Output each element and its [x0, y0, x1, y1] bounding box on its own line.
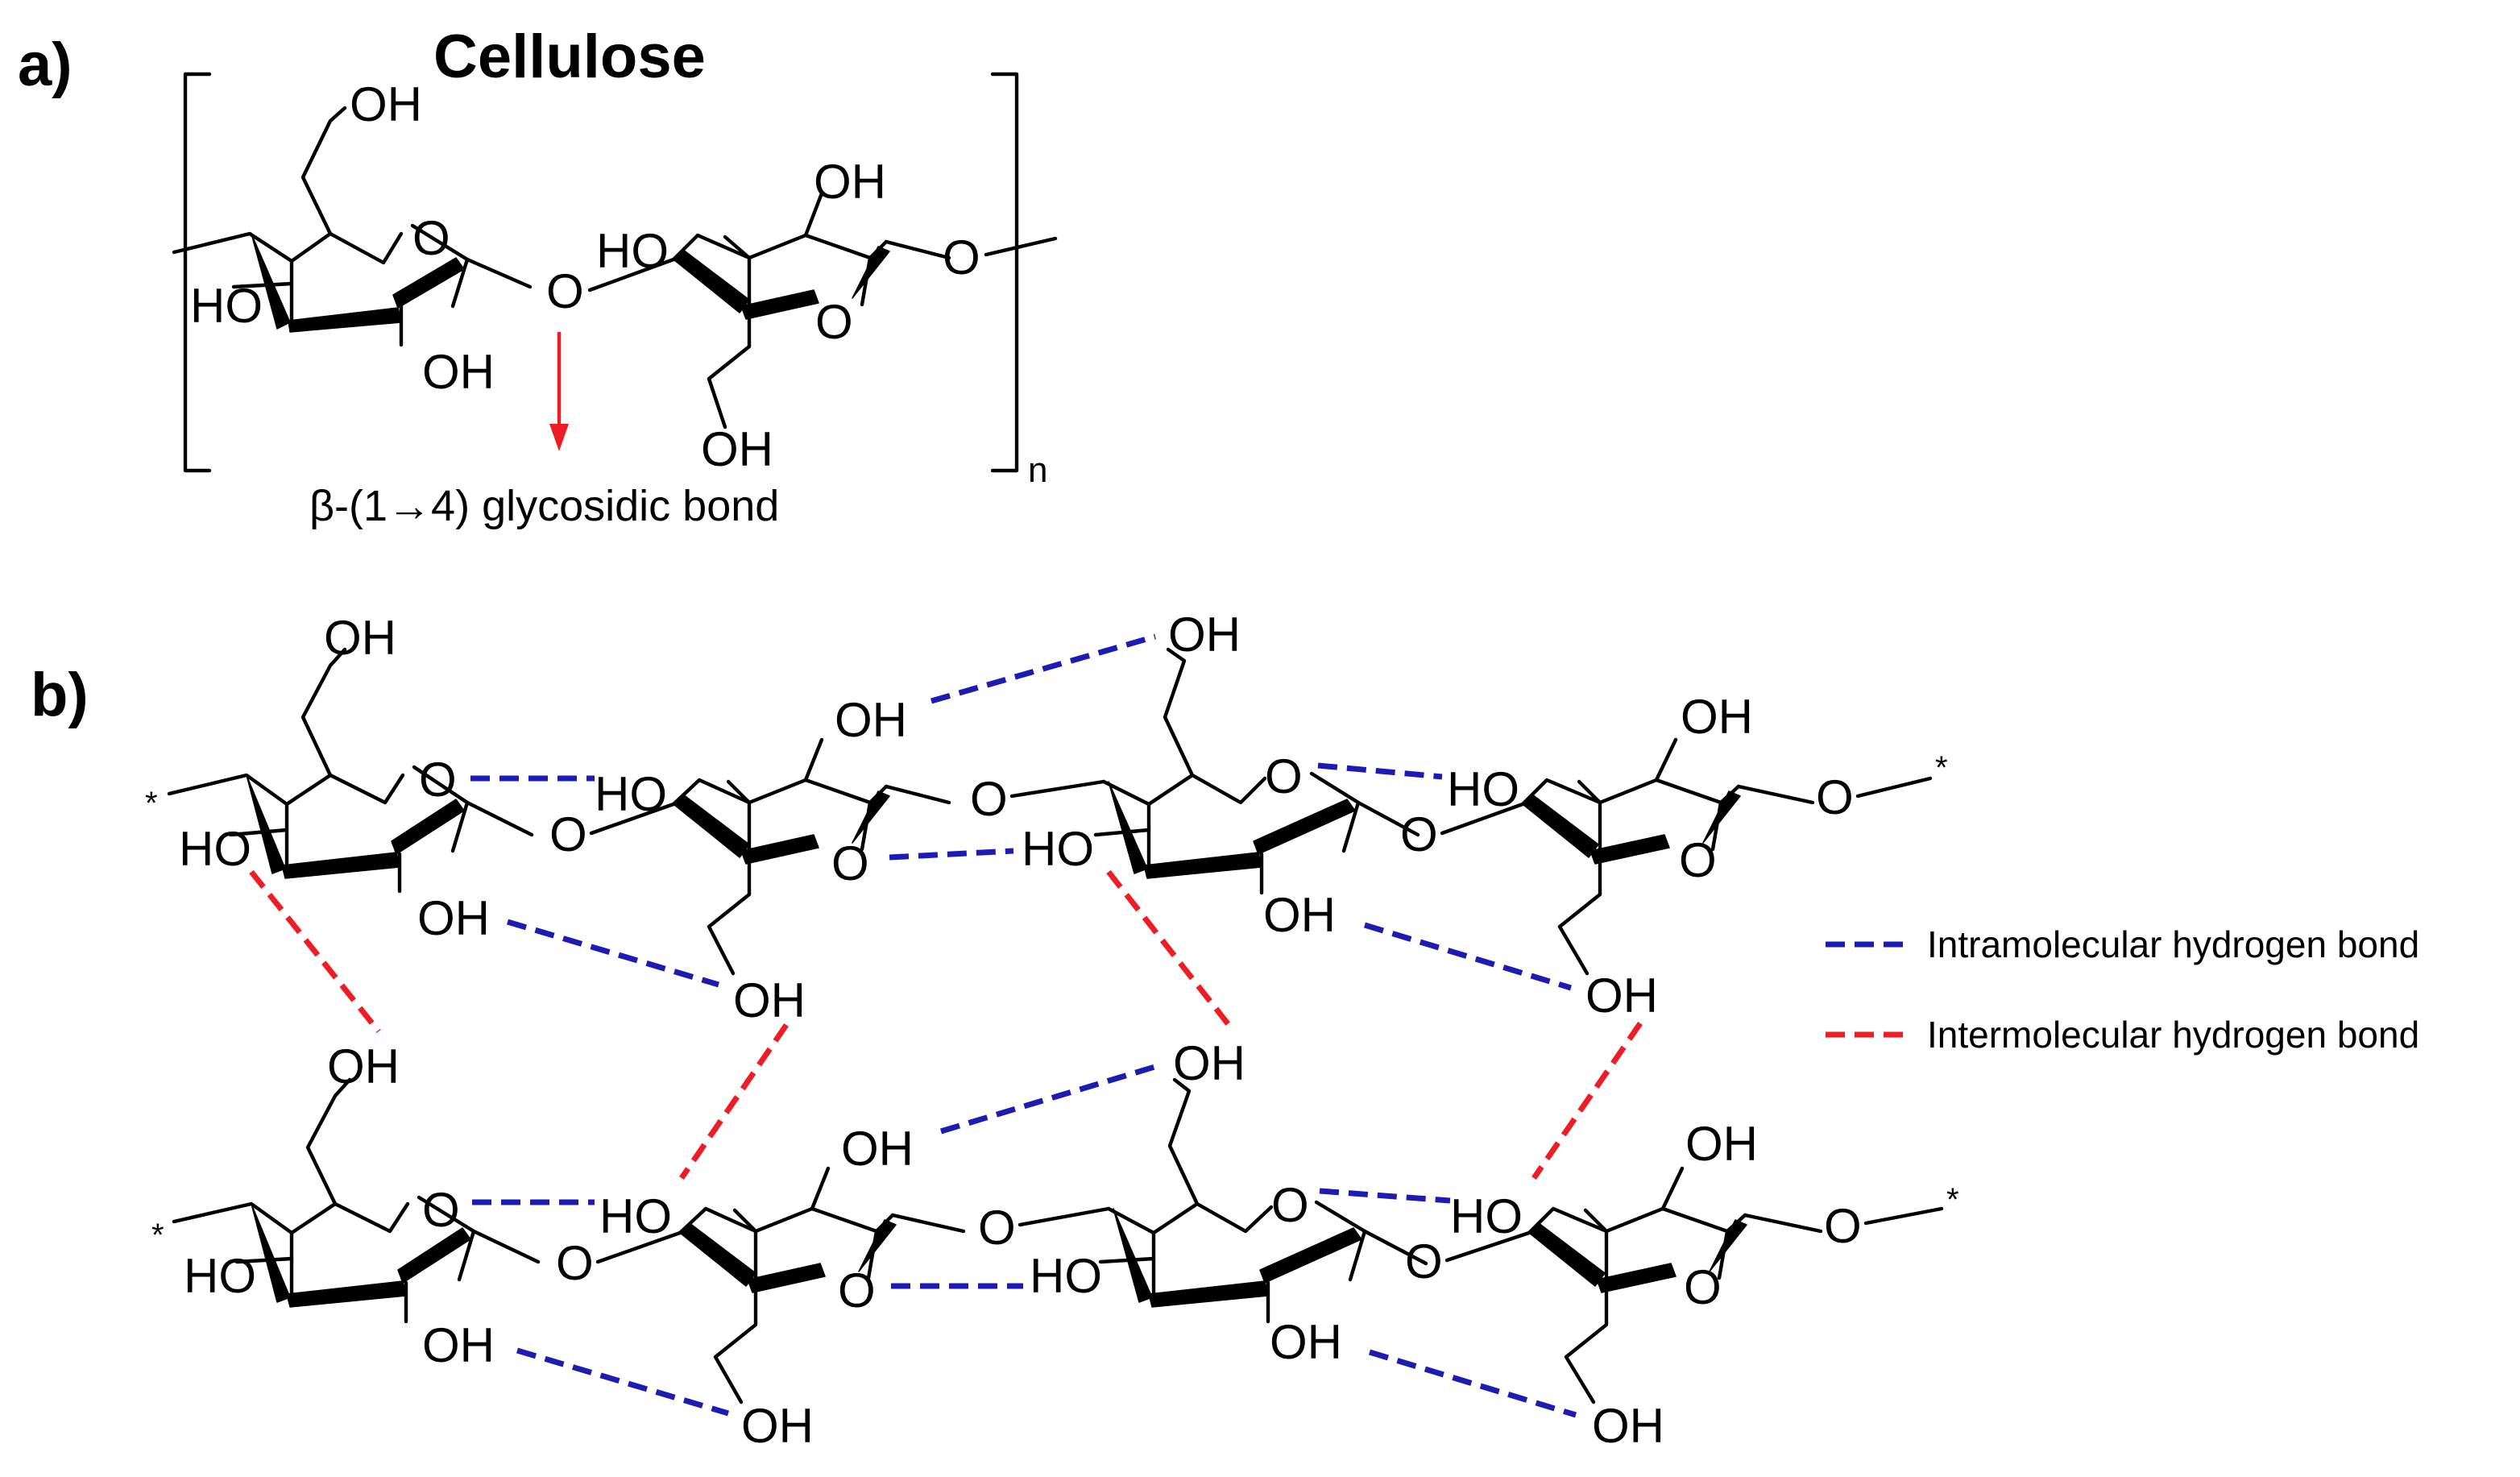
terminal-oxygen: O	[943, 230, 980, 284]
glycosidic-bond-caption: β-(1→4) glycosidic bond	[309, 482, 779, 530]
panel-a: a) Cellulose n O OH HO OH O	[18, 23, 1058, 530]
upper-ring4-hydroxyl-c2: OH	[1681, 690, 1753, 744]
lower-glycosidic-oxygen-2: O	[978, 1201, 1016, 1255]
right-bracket	[990, 72, 1019, 473]
lower-ring2-oxygen: O	[838, 1263, 876, 1317]
intra-hbond	[1363, 922, 1573, 991]
chain-end-upper-right: *	[1935, 750, 1948, 786]
glucose-ring-left: O OH HO OH	[172, 77, 533, 399]
upper-cellulose-chain: * O OH HO OH O HO	[145, 608, 1948, 1027]
hydroxyl-c2-right: OH	[814, 155, 886, 209]
legend-item-intermolecular: Intermolecular hydrogen bond	[1826, 1014, 2419, 1056]
lower-ring4-hydroxyl-c2: OH	[1685, 1117, 1758, 1171]
upper-terminal-oxygen: O	[1816, 770, 1854, 824]
hydroxyl-c2-left: OH	[422, 345, 495, 399]
repeat-subscript: n	[1028, 450, 1047, 490]
intra-hbond	[889, 848, 1014, 861]
lower-ring4-hydroxyl-c6: OH	[1592, 1399, 1664, 1453]
upper-ring4-hydroxyl-c3: HO	[1447, 762, 1519, 816]
ring-oxygen-left: O	[412, 211, 450, 265]
inter-hbond	[1106, 869, 1235, 1032]
legend: Intramolecular hydrogen bond Intermolecu…	[1826, 923, 2419, 1056]
upper-ring3-oxygen: O	[1265, 749, 1303, 803]
upper-ring2-hydroxyl-c3: HO	[595, 767, 667, 821]
glucose-ring-right: HO OH O O OH	[596, 155, 1058, 476]
legend-item-intramolecular: Intramolecular hydrogen bond	[1826, 923, 2419, 965]
upper-ring1-oxygen: O	[419, 753, 457, 807]
intra-hbond	[1319, 1188, 1451, 1204]
lower-ring1-hydroxyl-c3: HO	[184, 1249, 256, 1303]
lower-ring2-hydroxyl-c3: HO	[599, 1189, 672, 1243]
legend-label-intermolecular: Intermolecular hydrogen bond	[1927, 1014, 2419, 1056]
upper-ring3-hydroxyl-c3: HO	[1022, 822, 1094, 876]
hydroxyl-c6-left: OH	[350, 77, 422, 131]
upper-ring4-oxygen: O	[1679, 833, 1717, 887]
lower-terminal-oxygen: O	[1824, 1199, 1862, 1253]
ring-oxygen-right: O	[815, 295, 853, 349]
lower-glycosidic-oxygen-1: O	[556, 1236, 594, 1290]
intermolecular-hydrogen-bonds	[249, 869, 1643, 1180]
upper-ring1-hydroxyl-c6: OH	[324, 611, 396, 665]
upper-glycosidic-oxygen-1: O	[549, 807, 587, 861]
lower-ring4-oxygen: O	[1684, 1260, 1722, 1314]
intra-hbond	[1368, 1349, 1577, 1418]
upper-ring1-hydroxyl-c3: HO	[179, 822, 251, 876]
upper-ring3-hydroxyl-c2: OH	[1263, 888, 1336, 942]
inter-hbond	[249, 869, 381, 1034]
chain-end-lower-left: *	[151, 1218, 164, 1253]
intra-hbond	[930, 633, 1156, 704]
lower-cellulose-chain: * O OH HO OH O HO	[151, 1036, 1959, 1453]
inter-hbond	[1531, 1022, 1643, 1180]
lower-ring3-hydroxyl-c6: OH	[1173, 1036, 1245, 1090]
legend-label-intramolecular: Intramolecular hydrogen bond	[1927, 923, 2419, 965]
lower-ring1-hydroxyl-c2: OH	[422, 1318, 495, 1372]
lower-ring1-oxygen: O	[422, 1183, 460, 1237]
hydroxyl-c6-right: OH	[701, 422, 773, 476]
intra-hbond	[507, 919, 719, 988]
upper-ring2-hydroxyl-c2: OH	[835, 693, 907, 747]
upper-ring2-hydroxyl-c6: OH	[733, 973, 806, 1027]
upper-glycosidic-oxygen-2: O	[970, 772, 1008, 826]
panel-a-label: a)	[18, 31, 73, 99]
lower-ring2-hydroxyl-c2: OH	[841, 1122, 914, 1176]
lower-ring1-hydroxyl-c6: OH	[327, 1039, 400, 1093]
upper-ring3-hydroxyl-c6: OH	[1168, 608, 1241, 662]
lower-ring4-hydroxyl-c3: HO	[1450, 1189, 1523, 1243]
glycosidic-bond-arrow	[549, 332, 569, 451]
inter-hbond	[679, 1023, 789, 1180]
upper-glycosidic-oxygen-3: O	[1400, 807, 1438, 861]
upper-ring1-hydroxyl-c2: OH	[417, 891, 490, 945]
lower-ring3-hydroxyl-c3: HO	[1030, 1249, 1102, 1303]
lower-glycosidic-oxygen-3: O	[1405, 1234, 1443, 1288]
upper-ring4-hydroxyl-c6: OH	[1585, 969, 1658, 1023]
chain-end-lower-right: *	[1946, 1182, 1959, 1218]
panel-b-label: b)	[31, 661, 89, 729]
hydroxyl-c3-left: HO	[190, 279, 263, 333]
hydroxyl-c3-right: HO	[596, 224, 669, 278]
left-bracket	[183, 72, 212, 473]
intramolecular-hydrogen-bonds	[470, 633, 1577, 1418]
lower-ring3-hydroxyl-c2: OH	[1270, 1315, 1342, 1369]
lower-ring3-oxygen: O	[1271, 1178, 1309, 1232]
intra-hbond	[516, 1347, 729, 1417]
lower-ring2-hydroxyl-c6: OH	[741, 1399, 814, 1453]
panel-b: b) * O OH HO OH O	[31, 608, 2419, 1453]
chain-end-upper-left: *	[145, 786, 158, 821]
upper-ring2-oxygen: O	[831, 836, 869, 890]
intra-hbond	[939, 1062, 1162, 1135]
intra-hbond	[1317, 762, 1443, 780]
glycosidic-oxygen: O	[546, 264, 584, 318]
cellulose-title: Cellulose	[433, 23, 706, 91]
